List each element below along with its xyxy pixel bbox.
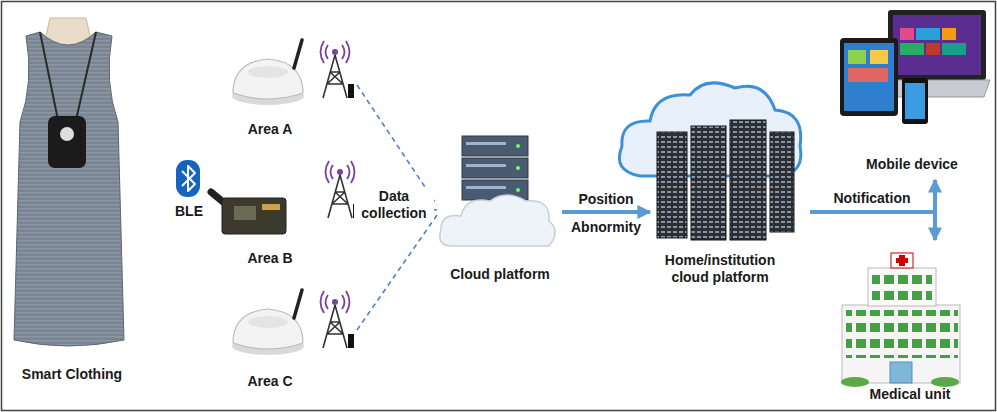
screen-tile — [942, 28, 956, 40]
door — [890, 362, 912, 383]
phone-frame — [902, 78, 928, 124]
server-slot — [466, 164, 506, 167]
building-tower — [868, 268, 936, 306]
node-label: Smart Clothing — [22, 366, 122, 383]
label-group: Medical unit — [870, 386, 951, 403]
screen-tile — [926, 43, 940, 55]
label-group: Cloud platform — [450, 266, 550, 283]
router-icon — [232, 40, 304, 105]
node-label: Area C — [247, 373, 292, 390]
tablet-screen — [844, 43, 894, 111]
label-group: Area C — [247, 373, 292, 390]
screen-tile — [900, 43, 924, 55]
arrow-connector — [562, 210, 650, 214]
label-group: Area B — [247, 250, 292, 267]
edge-label: Data collection — [354, 188, 434, 222]
server-cloud-icon — [440, 136, 555, 246]
label-group: Area A — [248, 121, 293, 138]
node-label: Mobile device — [866, 156, 958, 173]
gateway-board — [211, 192, 286, 234]
label-group: BLE — [175, 203, 203, 220]
server-slot — [466, 142, 506, 145]
board-connector — [262, 204, 280, 210]
label-group: Mobile device — [866, 156, 958, 173]
vest-illustration — [14, 18, 124, 346]
dashed-link — [357, 215, 437, 330]
sensor-pouch — [48, 116, 86, 168]
cloud-shape — [440, 195, 555, 246]
flow-label: Abnormity — [570, 219, 642, 236]
medical-unit: Medical unit — [830, 240, 993, 406]
screen-tile — [942, 43, 966, 55]
bluetooth-badge — [176, 160, 200, 197]
strap — [40, 32, 96, 120]
building-block — [842, 305, 960, 383]
home-cloud: Home/institution cloud platform — [650, 78, 810, 300]
vest-body — [14, 32, 124, 346]
smart-clothing: Smart Clothing — [4, 16, 140, 396]
laptop-frame — [888, 10, 986, 80]
node-label: BLE — [175, 203, 203, 220]
cloud-platform: Cloud platform — [437, 128, 562, 293]
server-led — [516, 188, 520, 192]
router-icon — [232, 290, 304, 355]
datacenter-cloud-icon — [619, 83, 800, 240]
arrow-connector — [810, 212, 935, 240]
label-group: Home/institution cloud platform — [645, 252, 795, 286]
screen-tile — [848, 50, 866, 64]
server-rack — [770, 132, 794, 232]
area-gateway: Area A — [225, 35, 357, 141]
server-rack — [657, 132, 687, 238]
ble-icon: BLE — [168, 155, 210, 227]
edge-label: Notification — [833, 190, 912, 207]
server-unit — [462, 136, 528, 156]
antenna-tower — [321, 41, 355, 98]
node-label: Home/institution cloud platform — [645, 252, 795, 286]
area-gateway: Area B — [205, 158, 360, 270]
label-group: Smart Clothing — [22, 366, 122, 383]
phone-screen — [905, 83, 925, 119]
windows — [872, 272, 932, 302]
laptop-screen — [893, 15, 981, 75]
server-slot — [466, 186, 506, 189]
dashed-link — [357, 85, 437, 205]
screen-tile — [900, 28, 914, 40]
red-cross — [896, 258, 908, 263]
sign — [891, 253, 913, 268]
hospital-icon — [841, 253, 960, 387]
mobile-device: Mobile device — [830, 4, 993, 180]
node-label: Cloud platform — [450, 266, 550, 283]
node-label: Area A — [248, 121, 293, 138]
server-led — [516, 166, 520, 170]
board-chip — [234, 206, 256, 220]
node-label: Medical unit — [870, 386, 951, 403]
bluetooth-rune — [182, 166, 195, 191]
server-led — [516, 144, 520, 148]
shrub — [841, 377, 869, 387]
antenna-tower — [321, 291, 355, 348]
tablet-frame — [840, 38, 898, 116]
windows — [846, 310, 958, 358]
bluetooth-icon — [176, 160, 200, 197]
screen-tile — [916, 28, 940, 40]
node-label: Area B — [247, 250, 292, 267]
mobile-devices-icon — [840, 10, 990, 124]
server-unit — [462, 158, 528, 178]
area-gateway: Area C — [225, 285, 357, 397]
screen-tile — [870, 50, 888, 64]
screen-tile — [848, 68, 888, 82]
server-rack — [730, 120, 766, 240]
arrow-connector — [810, 180, 935, 212]
sensor-button — [60, 127, 74, 141]
board — [222, 198, 286, 234]
shrub — [931, 377, 959, 387]
server-rack — [691, 126, 726, 240]
edge-label: Position — [577, 191, 634, 208]
